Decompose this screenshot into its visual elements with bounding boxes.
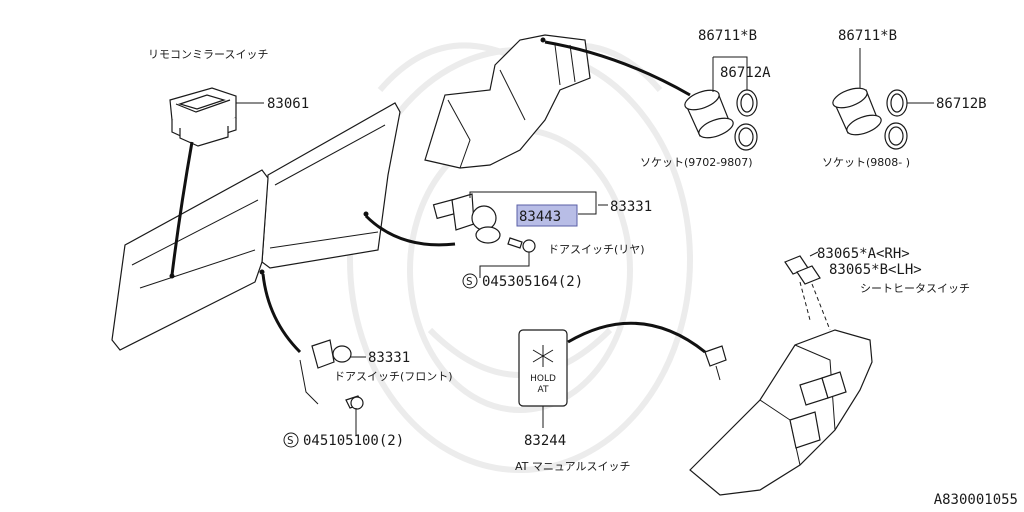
front-screw-symbol <box>283 432 299 448</box>
seat-heater-part-number-lh: 83065*B<LH> <box>829 262 922 278</box>
socket-b-caption: ソケット(9808- ) <box>822 156 910 169</box>
mirror-switch-part-number: 83061 <box>267 96 309 112</box>
front-door-switch-name: ドアスイッチ(フロント) <box>334 370 453 383</box>
rear-door-switch-name: ドアスイッチ(リヤ) <box>548 243 645 256</box>
highlighted-part-box[interactable] <box>516 204 578 227</box>
highlighted-part-number[interactable]: 83443 <box>519 209 561 225</box>
center-console-part <box>689 329 873 496</box>
diagram-code: A830001055 <box>934 492 1018 508</box>
rear-screw-part-number: 045305164(2) <box>482 274 583 290</box>
rear-door-panel <box>261 102 401 269</box>
socket-b-part-number-2: 86712B <box>936 96 987 112</box>
rear-door-switch-part-number: 83331 <box>610 199 652 215</box>
socket-a-part-number-2: 86712A <box>720 65 771 81</box>
mirror-switch-wire <box>170 141 194 276</box>
upper-console-trim <box>424 34 591 169</box>
rear-screw-leader <box>479 252 530 278</box>
socket-a-leader <box>712 56 748 92</box>
seat-heater-switch-part <box>784 255 831 331</box>
socket-a-mount-point <box>540 37 546 43</box>
at-switch-name: AT マニュアルスイッチ <box>515 460 631 473</box>
socket-a-part-number-1: 86711*B <box>698 28 757 44</box>
snowflake-icon <box>532 345 554 367</box>
socket-a-caption: ソケット(9702-9807) <box>640 156 753 169</box>
rear-screw-symbol <box>462 273 478 289</box>
mirror-switch-name: リモコンミラースイッチ <box>148 48 268 61</box>
front-door-switch-mount-point <box>259 269 265 275</box>
rear-screw-symbol-letter: S <box>466 275 473 288</box>
front-screw-symbol-letter: S <box>287 434 294 447</box>
socket-b-part <box>832 87 908 150</box>
front-door-panel <box>111 169 269 351</box>
seat-heater-leader <box>809 251 819 257</box>
at-switch-panel-text-1: HOLD <box>530 374 556 384</box>
socket-a-part <box>684 89 758 151</box>
front-screw-part-number: 045105100(2) <box>303 433 404 449</box>
front-door-switch-wire <box>261 273 302 354</box>
seat-heater-part-number-rh: 83065*A<RH> <box>817 246 910 262</box>
rear-door-switch-bracket <box>469 191 608 215</box>
socket-b-part-number-1: 86711*B <box>838 28 897 44</box>
rear-door-switch-wire <box>364 214 456 247</box>
socket-a-wire <box>544 40 691 97</box>
front-door-switch-part <box>299 339 364 410</box>
at-switch-part-number: 83244 <box>524 433 566 449</box>
at-switch-wire <box>567 321 706 354</box>
mirror-switch-mount-point <box>169 273 175 279</box>
mirror-switch-part <box>169 87 264 147</box>
seat-heater-name: シートヒータスイッチ <box>860 282 970 295</box>
socket-b-leader <box>859 48 934 104</box>
front-door-switch-part-number: 83331 <box>368 350 410 366</box>
rear-door-switch-part <box>432 193 536 253</box>
front-door-switch-leader <box>350 356 366 436</box>
at-switch-panel-text-2: AT <box>538 385 549 395</box>
